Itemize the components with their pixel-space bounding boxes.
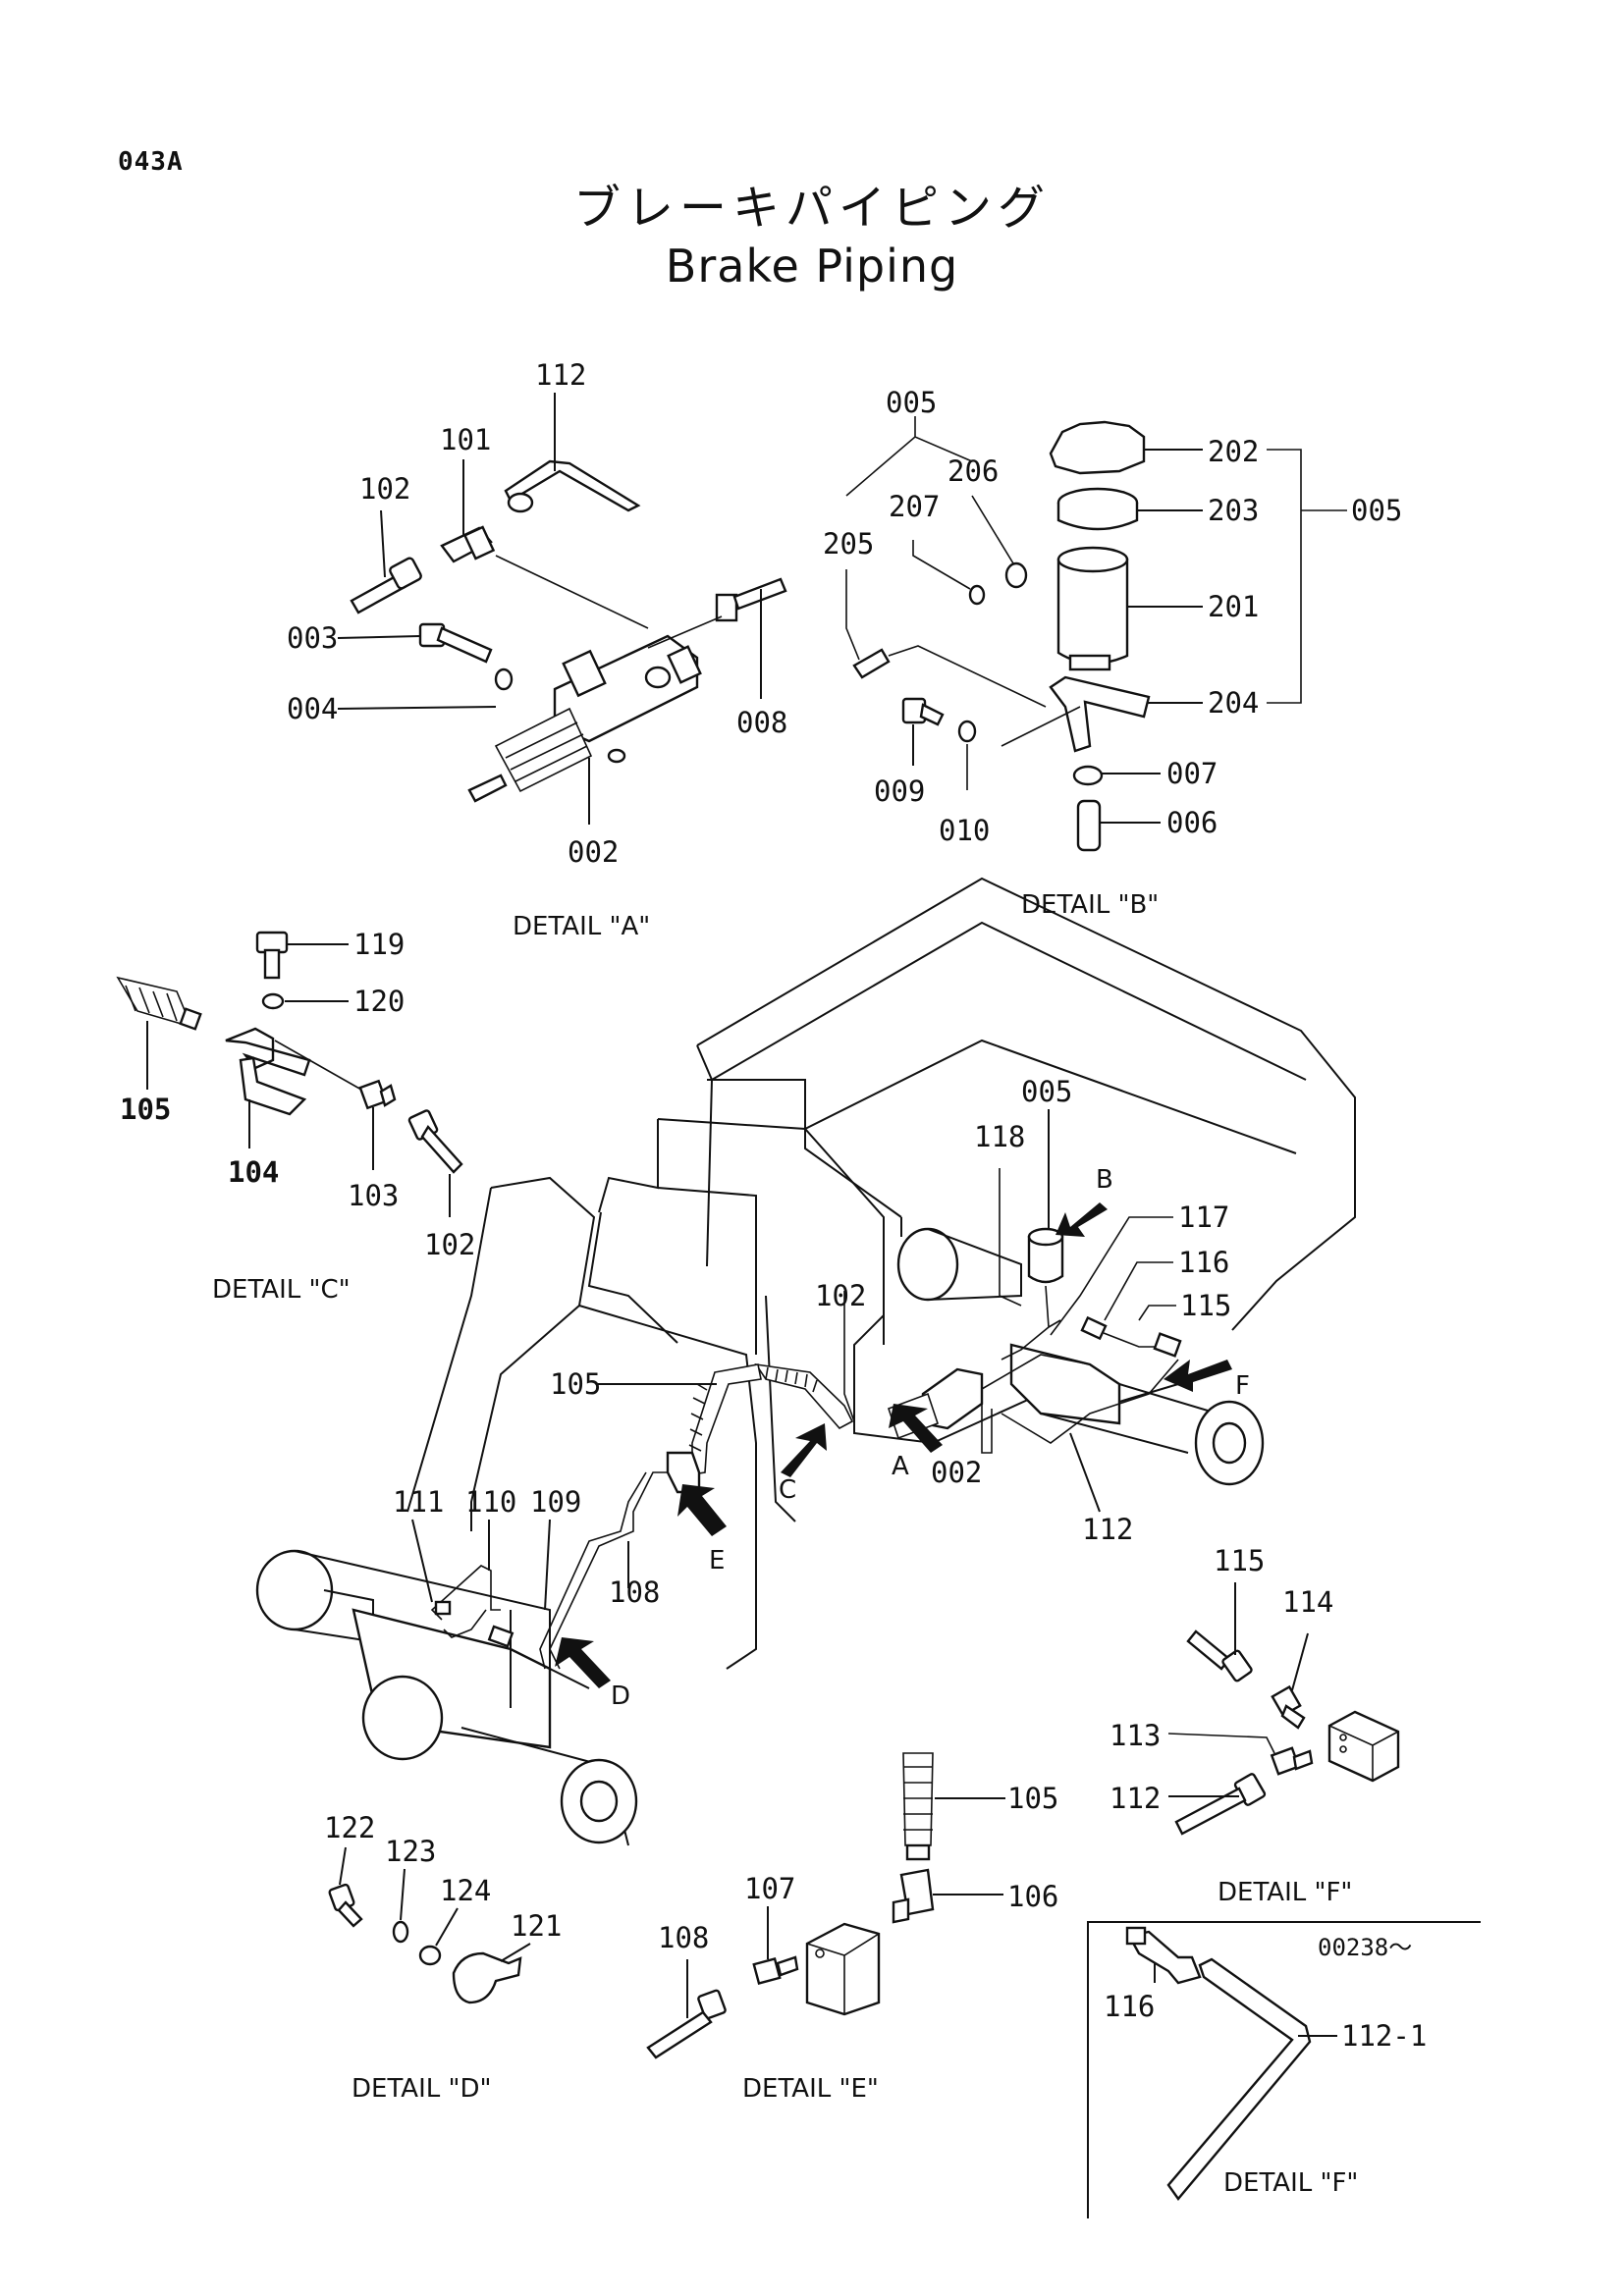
page-code: 043A (118, 147, 184, 177)
part-115-main: 115 (1180, 1289, 1231, 1322)
part-104: 104 (228, 1155, 279, 1189)
part-115-f: 115 (1214, 1544, 1265, 1577)
arrow-label-c: C (779, 1475, 796, 1505)
arrow-e (677, 1484, 727, 1536)
part-107: 107 (744, 1872, 795, 1905)
part-201: 201 (1208, 590, 1259, 623)
page-title-japanese: ブレーキパイピング (572, 181, 1051, 236)
part-004: 004 (287, 692, 338, 725)
part-101-a: 101 (440, 423, 491, 456)
part-122: 122 (324, 1811, 375, 1844)
detail-a-label: DETAIL "A" (513, 912, 650, 941)
part-202: 202 (1208, 435, 1259, 468)
part-205: 205 (823, 527, 874, 561)
part-009: 009 (874, 774, 925, 808)
serial-note: 00238～ (1318, 1934, 1412, 1961)
part-103: 103 (348, 1179, 399, 1212)
detail-d-label: DETAIL "D" (352, 2074, 491, 2104)
part-112-f: 112 (1110, 1782, 1161, 1815)
part-207: 207 (889, 490, 940, 523)
part-005-b-right: 005 (1351, 494, 1402, 527)
arrow-label-e: E (709, 1546, 725, 1575)
arrow-a (889, 1404, 943, 1453)
part-108-e: 108 (658, 1921, 709, 1954)
part-110: 110 (465, 1485, 516, 1519)
arrow-f (1164, 1360, 1232, 1392)
part-117: 117 (1178, 1201, 1229, 1234)
part-003: 003 (287, 621, 338, 655)
part-105-c: 105 (120, 1093, 171, 1126)
part-102-c: 102 (424, 1228, 475, 1261)
part-002-a: 002 (568, 835, 619, 869)
part-005-main: 005 (1021, 1075, 1072, 1108)
detail-f (1167, 1582, 1400, 1836)
part-006: 006 (1166, 806, 1218, 839)
arrow-label-f: F (1235, 1371, 1250, 1401)
detail-f-box (1087, 1921, 1481, 2218)
part-105-main: 105 (550, 1367, 601, 1401)
part-124: 124 (440, 1874, 491, 1907)
arrow-label-d: D (611, 1682, 630, 1711)
part-102-a: 102 (359, 472, 410, 506)
arrow-markers (555, 1202, 1232, 1688)
part-123: 123 (385, 1835, 436, 1868)
arrow-label-b: B (1096, 1165, 1113, 1195)
part-007: 007 (1166, 757, 1218, 790)
part-112-1: 112-1 (1341, 2019, 1427, 2053)
part-116-main: 116 (1178, 1246, 1229, 1279)
part-105-e: 105 (1007, 1782, 1058, 1815)
part-109: 109 (530, 1485, 581, 1519)
part-203: 203 (1208, 494, 1259, 527)
part-010: 010 (939, 814, 990, 847)
detail-d (328, 1846, 531, 2004)
part-113: 113 (1110, 1719, 1161, 1752)
main-assembly (255, 877, 1356, 1846)
detail-b-label: DETAIL "B" (1021, 890, 1159, 920)
part-206: 206 (947, 454, 999, 488)
detail-f2-label: DETAIL "F" (1223, 2168, 1358, 2198)
part-108-main: 108 (609, 1575, 660, 1609)
detail-e (646, 1752, 1005, 2059)
part-111: 111 (393, 1485, 444, 1519)
part-112-main: 112 (1082, 1513, 1133, 1546)
detail-c-label: DETAIL "C" (212, 1275, 351, 1305)
part-102-main: 102 (815, 1279, 866, 1312)
part-118: 118 (974, 1120, 1025, 1153)
page-title: Brake Piping (665, 240, 959, 293)
detail-b (845, 416, 1347, 852)
part-112-a: 112 (535, 358, 586, 392)
part-119: 119 (353, 928, 405, 961)
part-121: 121 (511, 1909, 562, 1943)
part-106: 106 (1007, 1880, 1058, 1913)
arrow-c (781, 1423, 827, 1477)
detail-e-label: DETAIL "E" (742, 2074, 879, 2104)
part-204: 204 (1208, 686, 1259, 720)
part-002-main: 002 (931, 1456, 982, 1489)
part-005-b: 005 (886, 386, 937, 419)
part-008: 008 (736, 706, 787, 739)
detail-a (337, 393, 787, 825)
part-120: 120 (353, 985, 405, 1018)
arrow-label-a: A (892, 1452, 909, 1481)
arrow-d (555, 1637, 611, 1688)
part-114: 114 (1282, 1585, 1333, 1619)
arrow-b (1056, 1202, 1108, 1237)
part-116-f2: 116 (1104, 1990, 1155, 2023)
detail-c (116, 931, 463, 1217)
detail-f-label: DETAIL "F" (1218, 1878, 1352, 1907)
